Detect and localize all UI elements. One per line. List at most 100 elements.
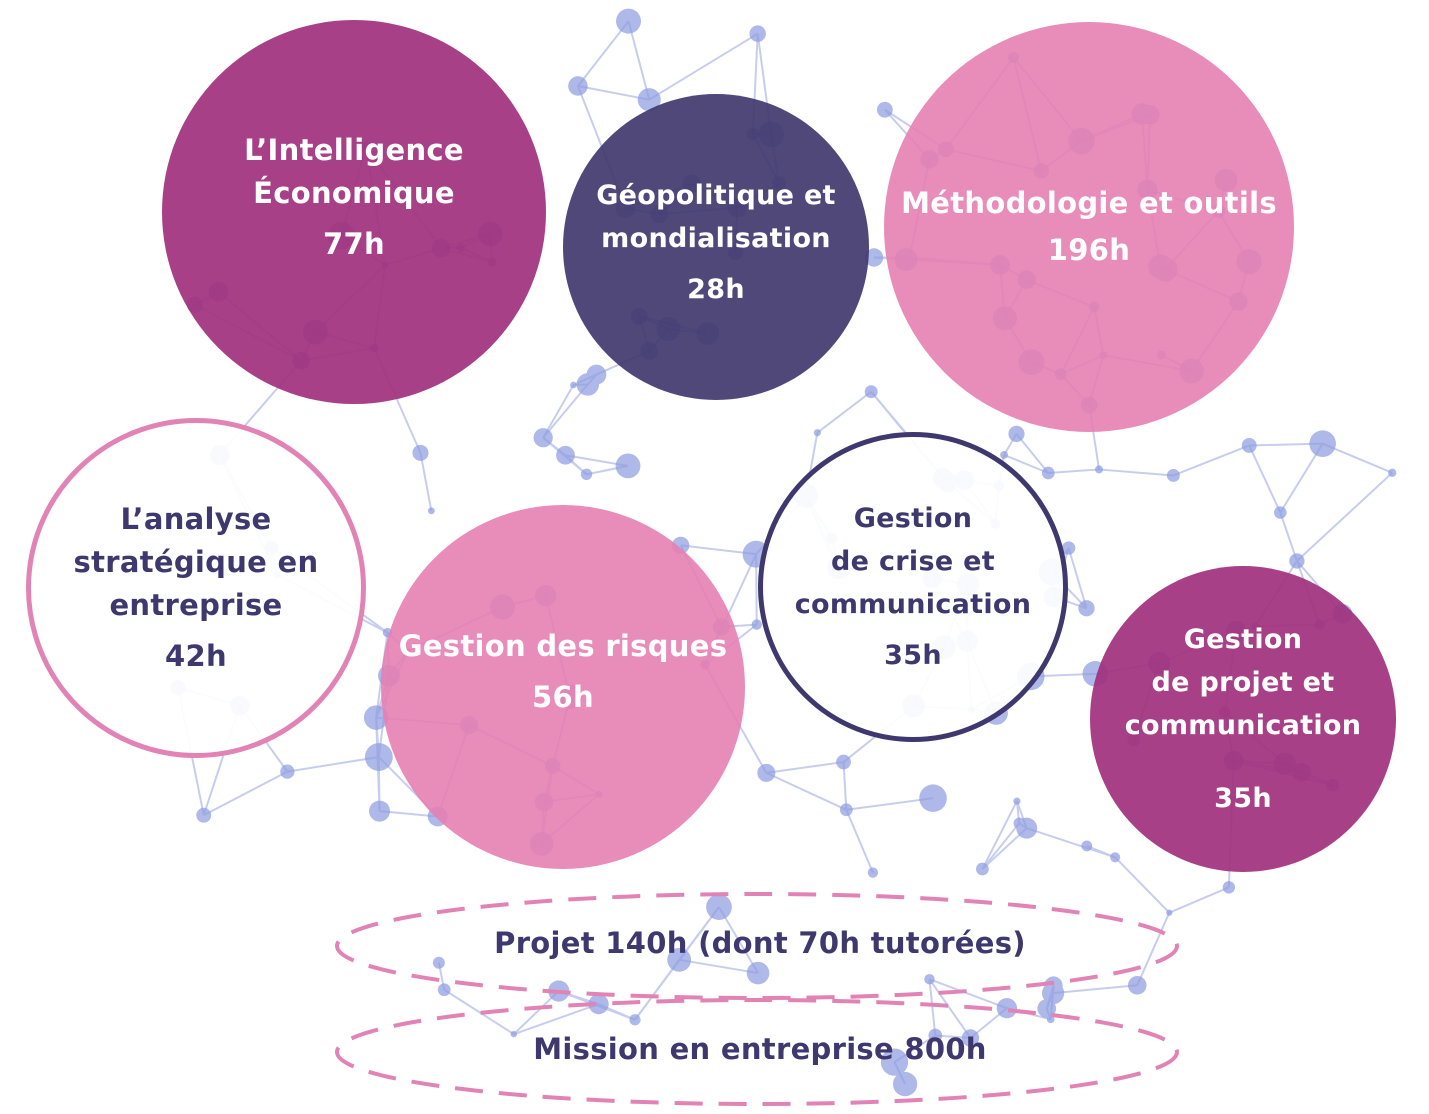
- network-link: [419, 452, 433, 512]
- network-node: [1013, 797, 1021, 805]
- module-hours: 77h: [323, 226, 385, 261]
- network-node: [615, 453, 641, 479]
- network-link: [577, 85, 650, 101]
- network-node: [667, 947, 692, 972]
- network-node: [1041, 466, 1055, 480]
- network-link: [577, 20, 630, 87]
- network-link: [929, 978, 1008, 1010]
- network-link: [287, 756, 379, 773]
- network-node: [412, 444, 429, 461]
- network-link: [1026, 827, 1116, 859]
- network-node: [368, 800, 391, 822]
- network-node: [1388, 468, 1397, 477]
- network-node: [746, 961, 770, 985]
- module-label: L’Intelligence Économique: [244, 132, 464, 210]
- network-node: [616, 8, 642, 34]
- network-link: [765, 771, 847, 811]
- network-link: [1296, 472, 1393, 562]
- network-node: [570, 381, 577, 389]
- network-node: [1274, 506, 1287, 519]
- module-gestion-projet: Gestion de projet et communication 35h: [1090, 566, 1396, 872]
- network-link: [928, 978, 972, 1039]
- network-link: [981, 822, 1020, 870]
- network-node: [1289, 553, 1305, 569]
- network-link: [1052, 984, 1138, 995]
- network-node: [1241, 438, 1257, 453]
- network-link: [846, 797, 934, 811]
- network-node: [1008, 425, 1025, 442]
- module-hours: 35h: [884, 640, 942, 671]
- network-link: [1015, 433, 1050, 474]
- network-node: [1095, 465, 1104, 474]
- network-node: [876, 101, 893, 118]
- network-node: [568, 76, 588, 96]
- network-node: [364, 743, 393, 771]
- network-node: [510, 1030, 518, 1038]
- network-node: [588, 994, 609, 1015]
- network-link: [1114, 856, 1171, 914]
- network-node: [580, 468, 593, 481]
- network-node: [961, 1029, 980, 1047]
- network-node: [1062, 541, 1076, 555]
- network-node: [839, 803, 853, 817]
- network-node: [437, 983, 451, 997]
- network-link: [542, 383, 589, 439]
- module-label: Gestion de projet et communication: [1124, 624, 1362, 741]
- ring-mission: [335, 998, 1179, 1106]
- network-node: [533, 428, 553, 448]
- network-node: [749, 25, 766, 42]
- module-label: Gestion de crise et communication: [794, 503, 1032, 620]
- module-hours: 42h: [165, 639, 227, 673]
- network-node: [880, 1048, 909, 1076]
- network-link: [513, 1003, 599, 1036]
- network-link: [203, 770, 288, 817]
- network-link: [542, 384, 575, 439]
- network-node: [1166, 468, 1180, 482]
- module-gestion-risques: Gestion des risques 56h: [381, 505, 745, 869]
- network-node: [280, 764, 295, 779]
- network-node: [867, 867, 879, 878]
- network-node: [996, 997, 1018, 1019]
- network-node: [1046, 1015, 1055, 1024]
- network-node: [1078, 600, 1095, 617]
- network-link: [766, 761, 844, 774]
- network-link: [1048, 468, 1100, 474]
- network-node: [892, 1071, 918, 1097]
- network-link: [1136, 912, 1171, 986]
- network-node: [864, 248, 884, 267]
- module-geopolitique: Géopolitique et mondialisation 28h: [563, 94, 869, 400]
- network-node: [1110, 852, 1121, 863]
- network-link: [1168, 886, 1230, 914]
- network-link: [443, 988, 515, 1035]
- network-link: [678, 958, 759, 975]
- network-link: [1003, 454, 1049, 474]
- network-node: [706, 894, 732, 920]
- module-label: Méthodologie et outils: [901, 186, 1277, 220]
- network-link: [845, 809, 874, 873]
- network-node: [629, 1014, 641, 1026]
- network-node: [1042, 982, 1065, 1005]
- network-node: [196, 807, 212, 823]
- module-label: L’analyse stratégique en entreprise: [73, 502, 319, 622]
- module-label: Géopolitique et mondialisation: [596, 179, 836, 254]
- network-node: [757, 763, 776, 782]
- module-hours: 28h: [687, 273, 745, 305]
- module-methodologie: Méthodologie et outils 196h: [884, 22, 1294, 432]
- ring-mission-label: Mission en entreprise 800h: [533, 1032, 987, 1066]
- network-link: [1098, 468, 1174, 477]
- module-hours: 56h: [532, 680, 594, 714]
- network-link: [1067, 547, 1088, 609]
- network-node: [432, 956, 445, 969]
- network-link: [1173, 444, 1250, 477]
- ring-projet-label: Projet 140h (dont 70h tutorées): [494, 926, 1026, 960]
- network-link: [648, 32, 759, 101]
- network-node: [1013, 817, 1025, 829]
- network-node: [976, 862, 989, 876]
- module-gestion-crise: Gestion de crise et communication 35h: [758, 432, 1068, 742]
- network-link: [816, 390, 872, 434]
- network-node: [1000, 450, 1009, 459]
- network-node: [427, 507, 435, 515]
- module-analyse-strategique: L’analyse stratégique en entreprise 42h: [26, 418, 366, 758]
- network-node: [928, 1028, 943, 1043]
- network-node: [1127, 975, 1147, 995]
